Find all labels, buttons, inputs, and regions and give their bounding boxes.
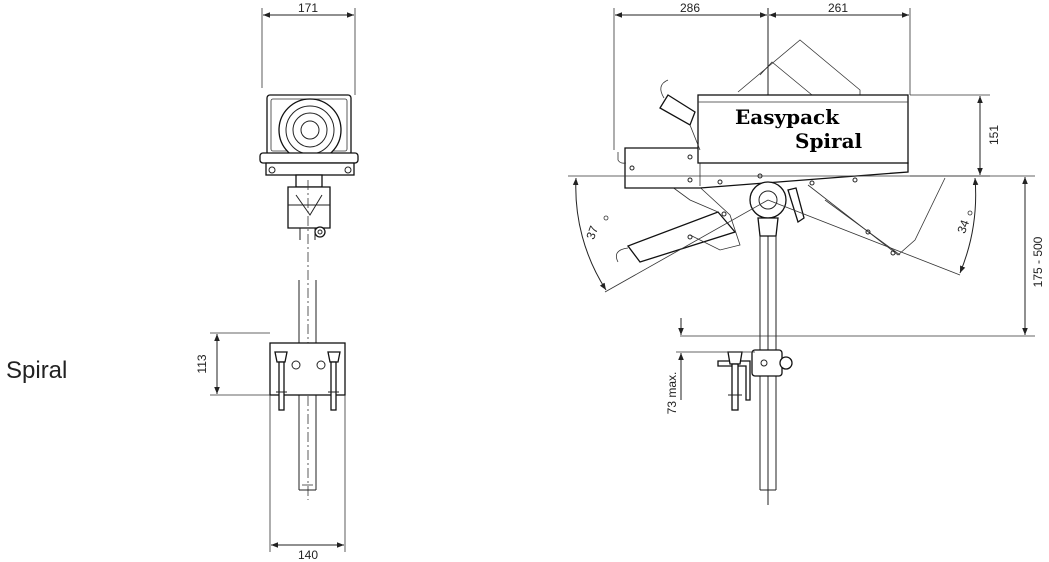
dim-front-length-label: 261 [828, 1, 848, 15]
dim-top-width-label: 171 [298, 1, 318, 15]
side-view: 286 261 [568, 1, 1045, 505]
dim-height-range: 175 - 500 [680, 177, 1045, 337]
side-clamp [717, 349, 793, 411]
dim-bottom-width-label: 140 [298, 548, 318, 562]
side-head: Easypack Spiral [697, 94, 909, 164]
brand-line2: Spiral [795, 129, 863, 153]
front-head [259, 94, 359, 176]
dim-tilt-back: 37 [572, 177, 769, 293]
dim-clamp-height: 113 [195, 332, 270, 396]
dim-clamp-max-label: 73 max. [665, 372, 679, 415]
dim-head-height: 151 [910, 94, 1001, 177]
dim-height-range-label: 175 - 500 [1031, 236, 1045, 287]
ghost-arm-back [615, 177, 741, 263]
brand-line1: Easypack [735, 105, 840, 129]
dim-tilt-front: 34 [767, 177, 979, 276]
dim-front-length: 261 [769, 1, 911, 95]
dim-tilt-front-label: 34 [954, 218, 972, 236]
dim-clamp-max: 73 max. [665, 318, 755, 414]
dim-clamp-height-label: 113 [195, 354, 209, 373]
side-label: Spiral [6, 357, 68, 384]
dim-rear-length: 286 [613, 1, 767, 150]
rear-handle [659, 79, 701, 151]
front-bracket [287, 174, 331, 240]
front-view: 171 [195, 1, 359, 562]
dim-rear-length-label: 286 [680, 1, 700, 15]
ghost-head-down [807, 177, 946, 256]
dim-top-width: 171 [261, 1, 356, 95]
front-clamp [269, 342, 346, 411]
dim-tilt-back-label: 37 [583, 224, 601, 242]
dim-head-height-label: 151 [987, 125, 1001, 145]
dim-bottom-width: 140 [269, 395, 346, 562]
ghost-head-up [737, 39, 861, 96]
